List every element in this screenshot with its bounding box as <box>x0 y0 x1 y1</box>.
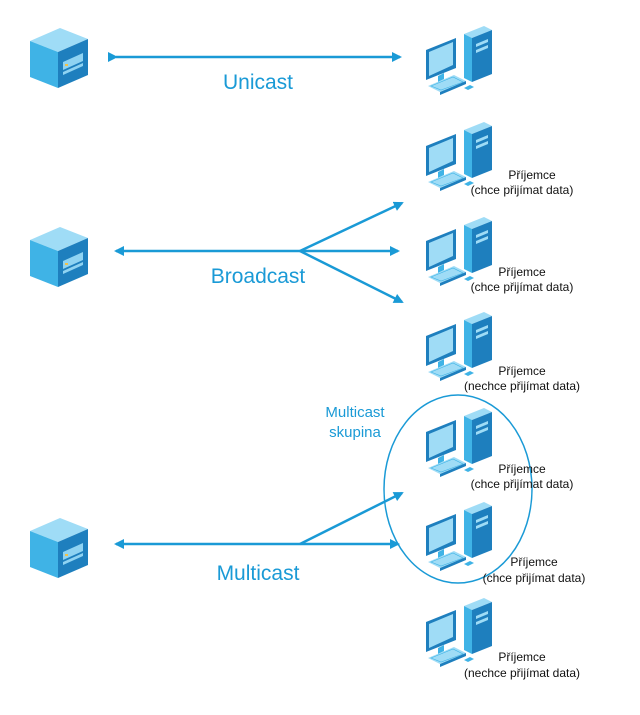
multicast-label: Multicast <box>217 562 300 585</box>
multicast-arrow-upper <box>299 491 404 546</box>
multicast-group-outline <box>383 394 533 584</box>
computer-icon <box>425 121 493 192</box>
receiver-note: (chce přijímat data) <box>471 183 574 197</box>
computer-icon <box>425 407 493 478</box>
computer-icon <box>425 25 493 96</box>
receiver-label: Příjemce <box>498 364 546 378</box>
unicast-label: Unicast <box>223 71 293 94</box>
receiver-note: (chce přijímat data) <box>471 280 574 294</box>
receiver-note: (chce přijímat data) <box>471 477 574 491</box>
broadcast-label: Broadcast <box>211 265 306 288</box>
computer-icon <box>425 311 493 382</box>
receiver-label: Příjemce <box>498 462 546 476</box>
computer-icon <box>425 501 493 572</box>
computer-icon <box>425 216 493 287</box>
broadcast-arrow-upper <box>299 201 404 253</box>
receiver-label: Příjemce <box>498 265 546 279</box>
receiver-note: (chce přijímat data) <box>483 571 586 585</box>
multicast-group-label: skupina <box>329 424 381 441</box>
receiver-note: (nechce přijímat data) <box>464 666 580 680</box>
server-icon <box>30 227 88 287</box>
broadcast-arrow-lower <box>299 249 404 304</box>
server-icon <box>30 518 88 578</box>
receiver-label: Příjemce <box>508 168 556 182</box>
receiver-label: Příjemce <box>510 555 558 569</box>
receiver-label: Příjemce <box>498 650 546 664</box>
computer-icon <box>425 597 493 668</box>
server-icon <box>30 28 88 88</box>
receiver-note: (nechce přijímat data) <box>464 379 580 393</box>
multicast-group-label: Multicast <box>325 404 385 421</box>
